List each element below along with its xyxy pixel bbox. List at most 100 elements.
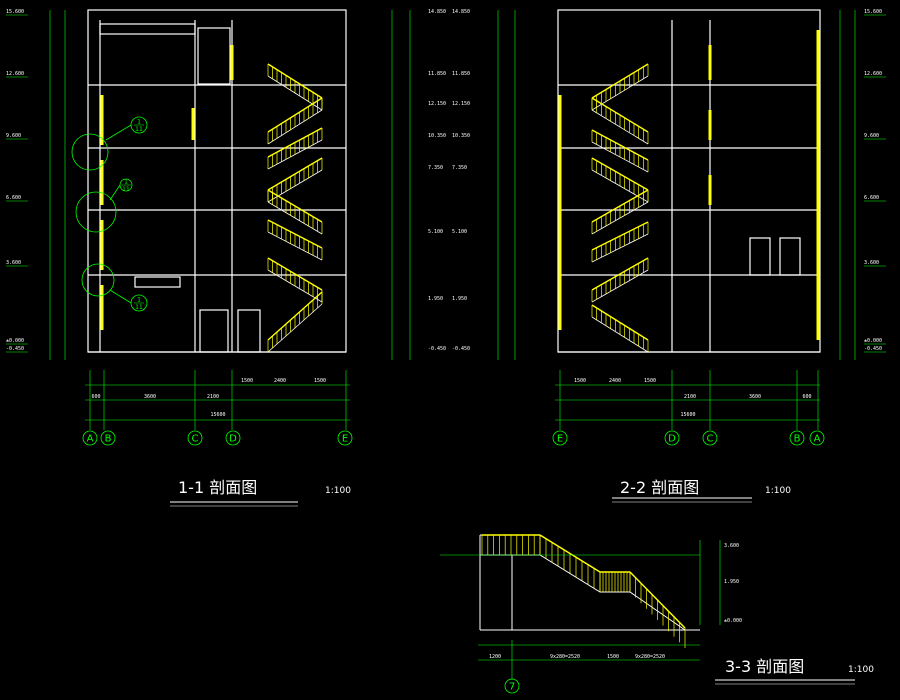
stair-tower [197, 27, 231, 85]
dimension-label: 9x280=2520 [635, 654, 665, 660]
elevation-label: 15.600 [6, 9, 24, 15]
door [779, 237, 801, 276]
section-1-1 [49, 9, 350, 430]
detail-callout-number: 1 [137, 119, 141, 126]
elevation-label: ±0.000 [724, 618, 742, 624]
dimension-label: 600 [802, 394, 811, 400]
elevation-label: 12.150 [452, 101, 470, 107]
canopy [134, 276, 181, 288]
elevation-label: 3.600 [724, 543, 739, 549]
elevation-label: 5.100 [452, 229, 467, 235]
axis-label: B [794, 434, 801, 445]
elevation-label: -0.450 [452, 346, 470, 352]
detail-callout-sheet: 11 [135, 126, 143, 133]
door [749, 237, 771, 276]
detail-callout-sheet: 11 [122, 186, 130, 193]
elevation-label: -0.450 [6, 346, 24, 352]
dimension-labels-2-2: 1500 2400 1500 2100 3600 600 15600 [574, 378, 812, 418]
stair-flights-1-1 [267, 63, 323, 353]
axis-bubble [552, 430, 568, 446]
elevation-label: 10.350 [428, 133, 446, 139]
door [199, 309, 229, 353]
elevation-label: 9.600 [6, 133, 21, 139]
elevation-label: 3.600 [864, 260, 879, 266]
elevation-labels-right: 15.600 12.600 9.600 6.600 3.600 ±0.000 -0.450 [864, 9, 886, 353]
elevation-label: 6.600 [864, 195, 879, 201]
elevation-label: 12.600 [6, 71, 24, 77]
axis-label: B [105, 434, 112, 445]
detail-circle [81, 263, 115, 297]
elevation-label: ±0.000 [864, 338, 882, 344]
elevation-label: 15.600 [864, 9, 882, 15]
elevation-labels-left: 15.600 12.600 9.600 6.600 3.600 ±0.000 -0.450 [6, 9, 28, 353]
elevation-label: 1.950 [452, 296, 467, 302]
dimension-label: 2400 [609, 378, 621, 384]
elevation-label: 12.600 [864, 71, 882, 77]
elevation-label: 6.600 [6, 195, 21, 201]
axis-bubble [702, 430, 718, 446]
dimension-label: 15600 [210, 412, 225, 418]
elevation-label: 9.600 [864, 133, 879, 139]
elevation-label: 5.100 [428, 229, 443, 235]
elevation-label: 1.950 [724, 579, 739, 585]
detail-circle [75, 191, 117, 233]
axis-bubble [225, 430, 241, 446]
elevation-label: -0.450 [864, 346, 882, 352]
elevation-label: 11.850 [452, 71, 470, 77]
section-title-1-1: 1-1 剖面图 [178, 478, 257, 497]
dimension-label: 9x280=2520 [550, 654, 580, 660]
dimension-label: 2100 [207, 394, 219, 400]
axis-label: A [814, 434, 821, 445]
dimension-label: 3600 [749, 394, 761, 400]
elevation-label: 3.600 [6, 260, 21, 266]
axis-label: E [342, 434, 348, 445]
section-title-2-2: 2-2 剖面图 [620, 478, 699, 497]
stair-flights-2-2 [591, 63, 649, 353]
axis-label: 7 [509, 682, 515, 693]
dimension-label: 600 [91, 394, 100, 400]
axis-bubble [337, 430, 353, 446]
elevation-label: 7.350 [452, 165, 467, 171]
axis-label: A [87, 434, 94, 445]
axis-label: C [707, 434, 714, 445]
detail-callout-number: 1 [137, 297, 141, 304]
elevation-label: 7.350 [428, 165, 443, 171]
dimension-label: 1500 [644, 378, 656, 384]
axis-bubble [789, 430, 805, 446]
elevation-label: 12.150 [428, 101, 446, 107]
dimension-label: 2100 [684, 394, 696, 400]
middle-elevation-rulers [391, 10, 516, 360]
dimension-label: 1500 [241, 378, 253, 384]
stair-railing-3-3 [481, 534, 686, 648]
dimension-label: 1500 [607, 654, 619, 660]
elevation-labels-3-3: 3.600 1.950 ±0.000 [724, 543, 742, 624]
roof-parapet [99, 23, 196, 35]
elevation-label: 10.350 [452, 133, 470, 139]
elevation-label: -0.450 [428, 346, 446, 352]
detail-circle [71, 133, 109, 171]
elevation-label: ±0.000 [6, 338, 24, 344]
dimension-label: 15600 [680, 412, 695, 418]
axis-bubble [82, 430, 98, 446]
elevation-label: 14.850 [428, 9, 446, 15]
axis-label: C [192, 434, 199, 445]
building-outline-2-2 [557, 9, 821, 353]
axis-label: E [557, 434, 563, 445]
dimension-label: 3600 [144, 394, 156, 400]
axis-bubble [187, 430, 203, 446]
axis-bubble [504, 678, 520, 694]
scale-2-2: 1:100 [765, 486, 791, 496]
door [237, 309, 261, 353]
title-1-1-block: 1-1 剖面图 1:100 [170, 478, 351, 507]
axis-label: D [229, 434, 237, 445]
title-3-3-block: 3-3 剖面图 1:100 [715, 657, 874, 685]
axis-label: D [668, 434, 676, 445]
dimension-label: 1500 [574, 378, 586, 384]
title-2-2-block: 2-2 剖面图 1:100 [612, 478, 791, 503]
detail-callout-sheet: 11 [135, 304, 143, 311]
